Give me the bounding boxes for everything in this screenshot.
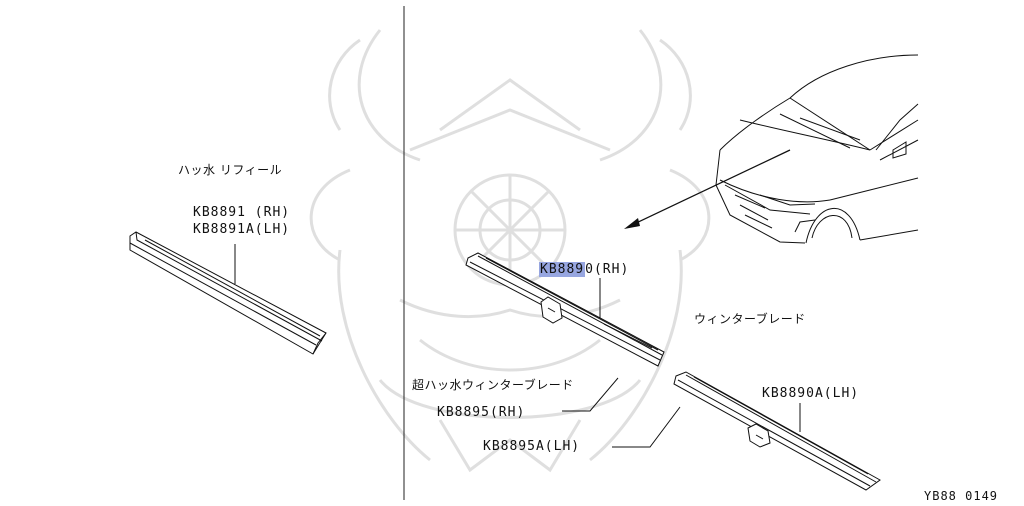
leader-kb8895a: [612, 406, 681, 448]
part-number-kb8895-rh: KB8895(RH): [437, 405, 526, 420]
part-number-kb8895a-lh: KB8895A(LH): [483, 439, 581, 454]
part-number-kb8890a-lh: KB8890A(LH): [762, 386, 860, 401]
winter-blade-rh: [465, 252, 665, 367]
refill-title: ハッ水 リフィール: [178, 163, 283, 177]
refill-strip: [129, 231, 327, 355]
part-number-kb8891a-lh: KB8891A(LH): [193, 222, 291, 237]
leader-kb8895: [562, 377, 619, 412]
part-number-highlight: KB889: [539, 262, 586, 277]
winter-blade-lh: [673, 371, 881, 491]
part-number-kb8891-rh: KB8891 (RH): [193, 205, 291, 220]
diagram-code: YB88 0149: [924, 489, 999, 503]
watermark-emblem: [309, 29, 711, 473]
part-number-kb8890-rh: KB8890(RH): [539, 262, 629, 277]
super-winter-blade-label: 超ハッ水ウィンターブレード: [412, 378, 574, 392]
pointer-arrow: [624, 149, 791, 229]
car-illustration: [715, 54, 919, 244]
part-number-suffix: 0(RH): [585, 262, 630, 277]
winter-blade-label: ウィンターブレード: [694, 312, 806, 326]
